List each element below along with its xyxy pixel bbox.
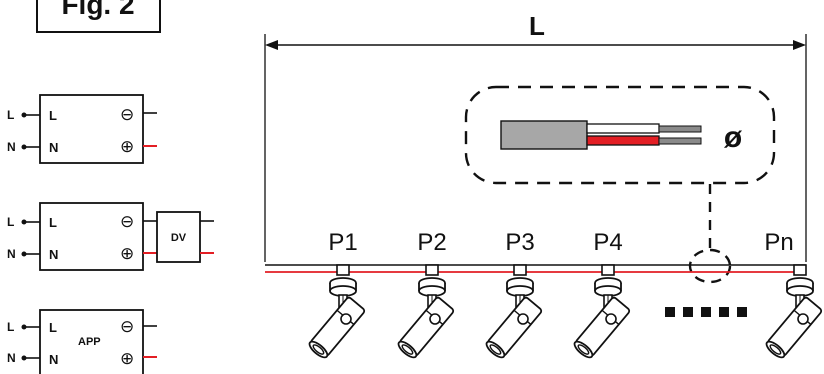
callout-target-circle	[688, 248, 732, 284]
cable-detail-callout	[464, 85, 776, 185]
driver-2-input-l-label: L	[7, 215, 14, 229]
length-arrow-right	[793, 40, 806, 50]
point-label-p2: P2	[417, 229, 446, 256]
dimmer-label: DV	[171, 232, 187, 244]
driver-1-input-l-label: L	[7, 108, 14, 122]
driver-2-plus-symbol: ⊕	[120, 244, 134, 263]
continuation-dot	[683, 307, 693, 317]
figure-label-box	[36, 0, 161, 33]
driver-2-input-n-label: N	[7, 247, 16, 261]
driver-1-pin-n: N	[49, 140, 58, 155]
continuation-dot	[701, 307, 711, 317]
point-label-p4: P4	[593, 229, 622, 256]
driver-1: L N L N ⊖ ⊕	[7, 94, 157, 164]
length-arrow-left	[265, 40, 278, 50]
point-label-p3: P3	[505, 229, 534, 256]
spotlight-2	[395, 264, 456, 361]
driver-3-box-label: APP	[78, 336, 101, 348]
driver-3-box	[39, 309, 144, 374]
dimmer-box	[156, 211, 201, 263]
driver-3-input-n-label: N	[7, 351, 16, 365]
driver-2-pin-n: N	[49, 247, 58, 262]
driver-2-box	[39, 202, 144, 271]
cable-wire-white	[586, 123, 660, 134]
continuation-dot	[719, 307, 729, 317]
driver-1-plus-symbol: ⊕	[120, 137, 134, 156]
driver-3-minus-symbol: ⊖	[120, 317, 134, 336]
point-label-p1: P1	[328, 229, 357, 256]
driver-1-input-n-label: N	[7, 140, 16, 154]
cable-strands-bottom	[658, 137, 702, 145]
diameter-symbol: ø	[724, 121, 743, 154]
cable-strands-top	[658, 125, 702, 133]
continuation-dot	[737, 307, 747, 317]
driver-3-plus-symbol: ⊕	[120, 349, 134, 368]
driver-1-pin-l: L	[49, 108, 57, 123]
driver-2-pin-l: L	[49, 215, 57, 230]
spotlight-4	[571, 264, 632, 361]
length-label: L	[529, 11, 545, 41]
driver-2-minus-symbol: ⊖	[120, 212, 134, 231]
spotlight-1	[306, 264, 367, 361]
driver-1-minus-symbol: ⊖	[120, 105, 134, 124]
cable-sheath	[500, 120, 588, 150]
continuation-dot	[665, 307, 675, 317]
driver-3: L N L N APP ⊖ ⊕	[7, 309, 157, 374]
driver-3-input-l-label: L	[7, 320, 14, 334]
point-label-pn: Pn	[764, 229, 793, 256]
continuation-dots	[665, 307, 747, 317]
figure-label: Fig. 2	[61, 0, 134, 20]
spotlight-n	[763, 264, 824, 361]
driver-3-pin-l: L	[49, 320, 57, 335]
spotlight-3	[483, 264, 544, 361]
driver-2: L N L N ⊖ ⊕ DV	[7, 202, 214, 271]
cable-wire-red	[586, 135, 660, 146]
driver-3-pin-n: N	[49, 352, 58, 367]
driver-1-box	[39, 94, 144, 164]
